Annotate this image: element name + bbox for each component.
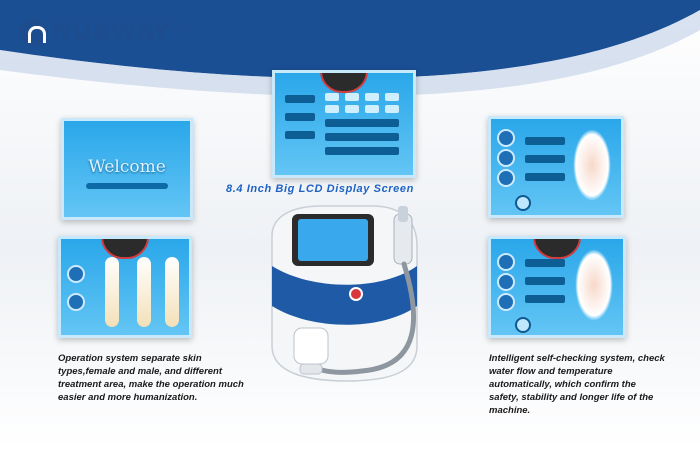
brand-logo: NUBWAY ® bbox=[20, 18, 179, 46]
caption-skin-types: Operation system separate skin types,fem… bbox=[58, 353, 244, 403]
parameter-field bbox=[525, 259, 565, 267]
mode-button bbox=[325, 105, 339, 113]
registered-mark: ® bbox=[172, 21, 180, 31]
screen-welcome: Welcome bbox=[61, 118, 193, 220]
setting-field bbox=[285, 131, 315, 139]
male-body-figure bbox=[573, 129, 611, 201]
area-icon bbox=[497, 129, 515, 147]
setting-field bbox=[285, 95, 315, 103]
screen-skin-types bbox=[58, 236, 192, 338]
nubway-logo-icon bbox=[20, 18, 48, 46]
energy-tube bbox=[137, 257, 151, 327]
mode-button bbox=[345, 93, 359, 101]
energy-tube bbox=[105, 257, 119, 327]
settings-icon bbox=[515, 317, 531, 333]
mode-button bbox=[365, 93, 379, 101]
screen-treatment-female bbox=[488, 236, 626, 338]
area-icon bbox=[497, 293, 515, 311]
mode-button bbox=[345, 105, 359, 113]
mode-button bbox=[385, 93, 399, 101]
headline: 8.4 Inch Big LCD Display Screen bbox=[226, 183, 414, 195]
caption-self-checking: Intelligent self-checking system, check … bbox=[489, 353, 665, 416]
parameter-field bbox=[525, 137, 565, 145]
brand-name: NUBWAY bbox=[52, 18, 171, 46]
parameter-field bbox=[325, 147, 399, 155]
parameter-field bbox=[525, 277, 565, 285]
parameter-field bbox=[325, 119, 399, 127]
gender-icon bbox=[67, 293, 85, 311]
skin-type-icon bbox=[67, 265, 85, 283]
mode-button bbox=[385, 105, 399, 113]
laser-machine-icon bbox=[271, 205, 418, 382]
settings-icon bbox=[515, 195, 531, 211]
area-icon bbox=[497, 169, 515, 187]
female-body-figure bbox=[575, 249, 613, 321]
parameter-field bbox=[325, 133, 399, 141]
welcome-progress-bar bbox=[86, 183, 168, 189]
welcome-text: Welcome bbox=[88, 157, 166, 177]
header-swoosh bbox=[0, 0, 700, 97]
area-icon bbox=[497, 149, 515, 167]
screen-badge bbox=[101, 239, 149, 259]
mode-button bbox=[365, 105, 379, 113]
area-icon bbox=[497, 253, 515, 271]
screen-treatment-male bbox=[488, 116, 624, 218]
energy-tube bbox=[165, 257, 179, 327]
screen-settings bbox=[272, 70, 416, 178]
setting-field bbox=[285, 113, 315, 121]
parameter-field bbox=[525, 155, 565, 163]
parameter-field bbox=[525, 173, 565, 181]
parameter-field bbox=[525, 295, 565, 303]
area-icon bbox=[497, 273, 515, 291]
screen-badge bbox=[533, 239, 581, 259]
mode-button bbox=[325, 93, 339, 101]
screen-badge bbox=[320, 73, 368, 93]
